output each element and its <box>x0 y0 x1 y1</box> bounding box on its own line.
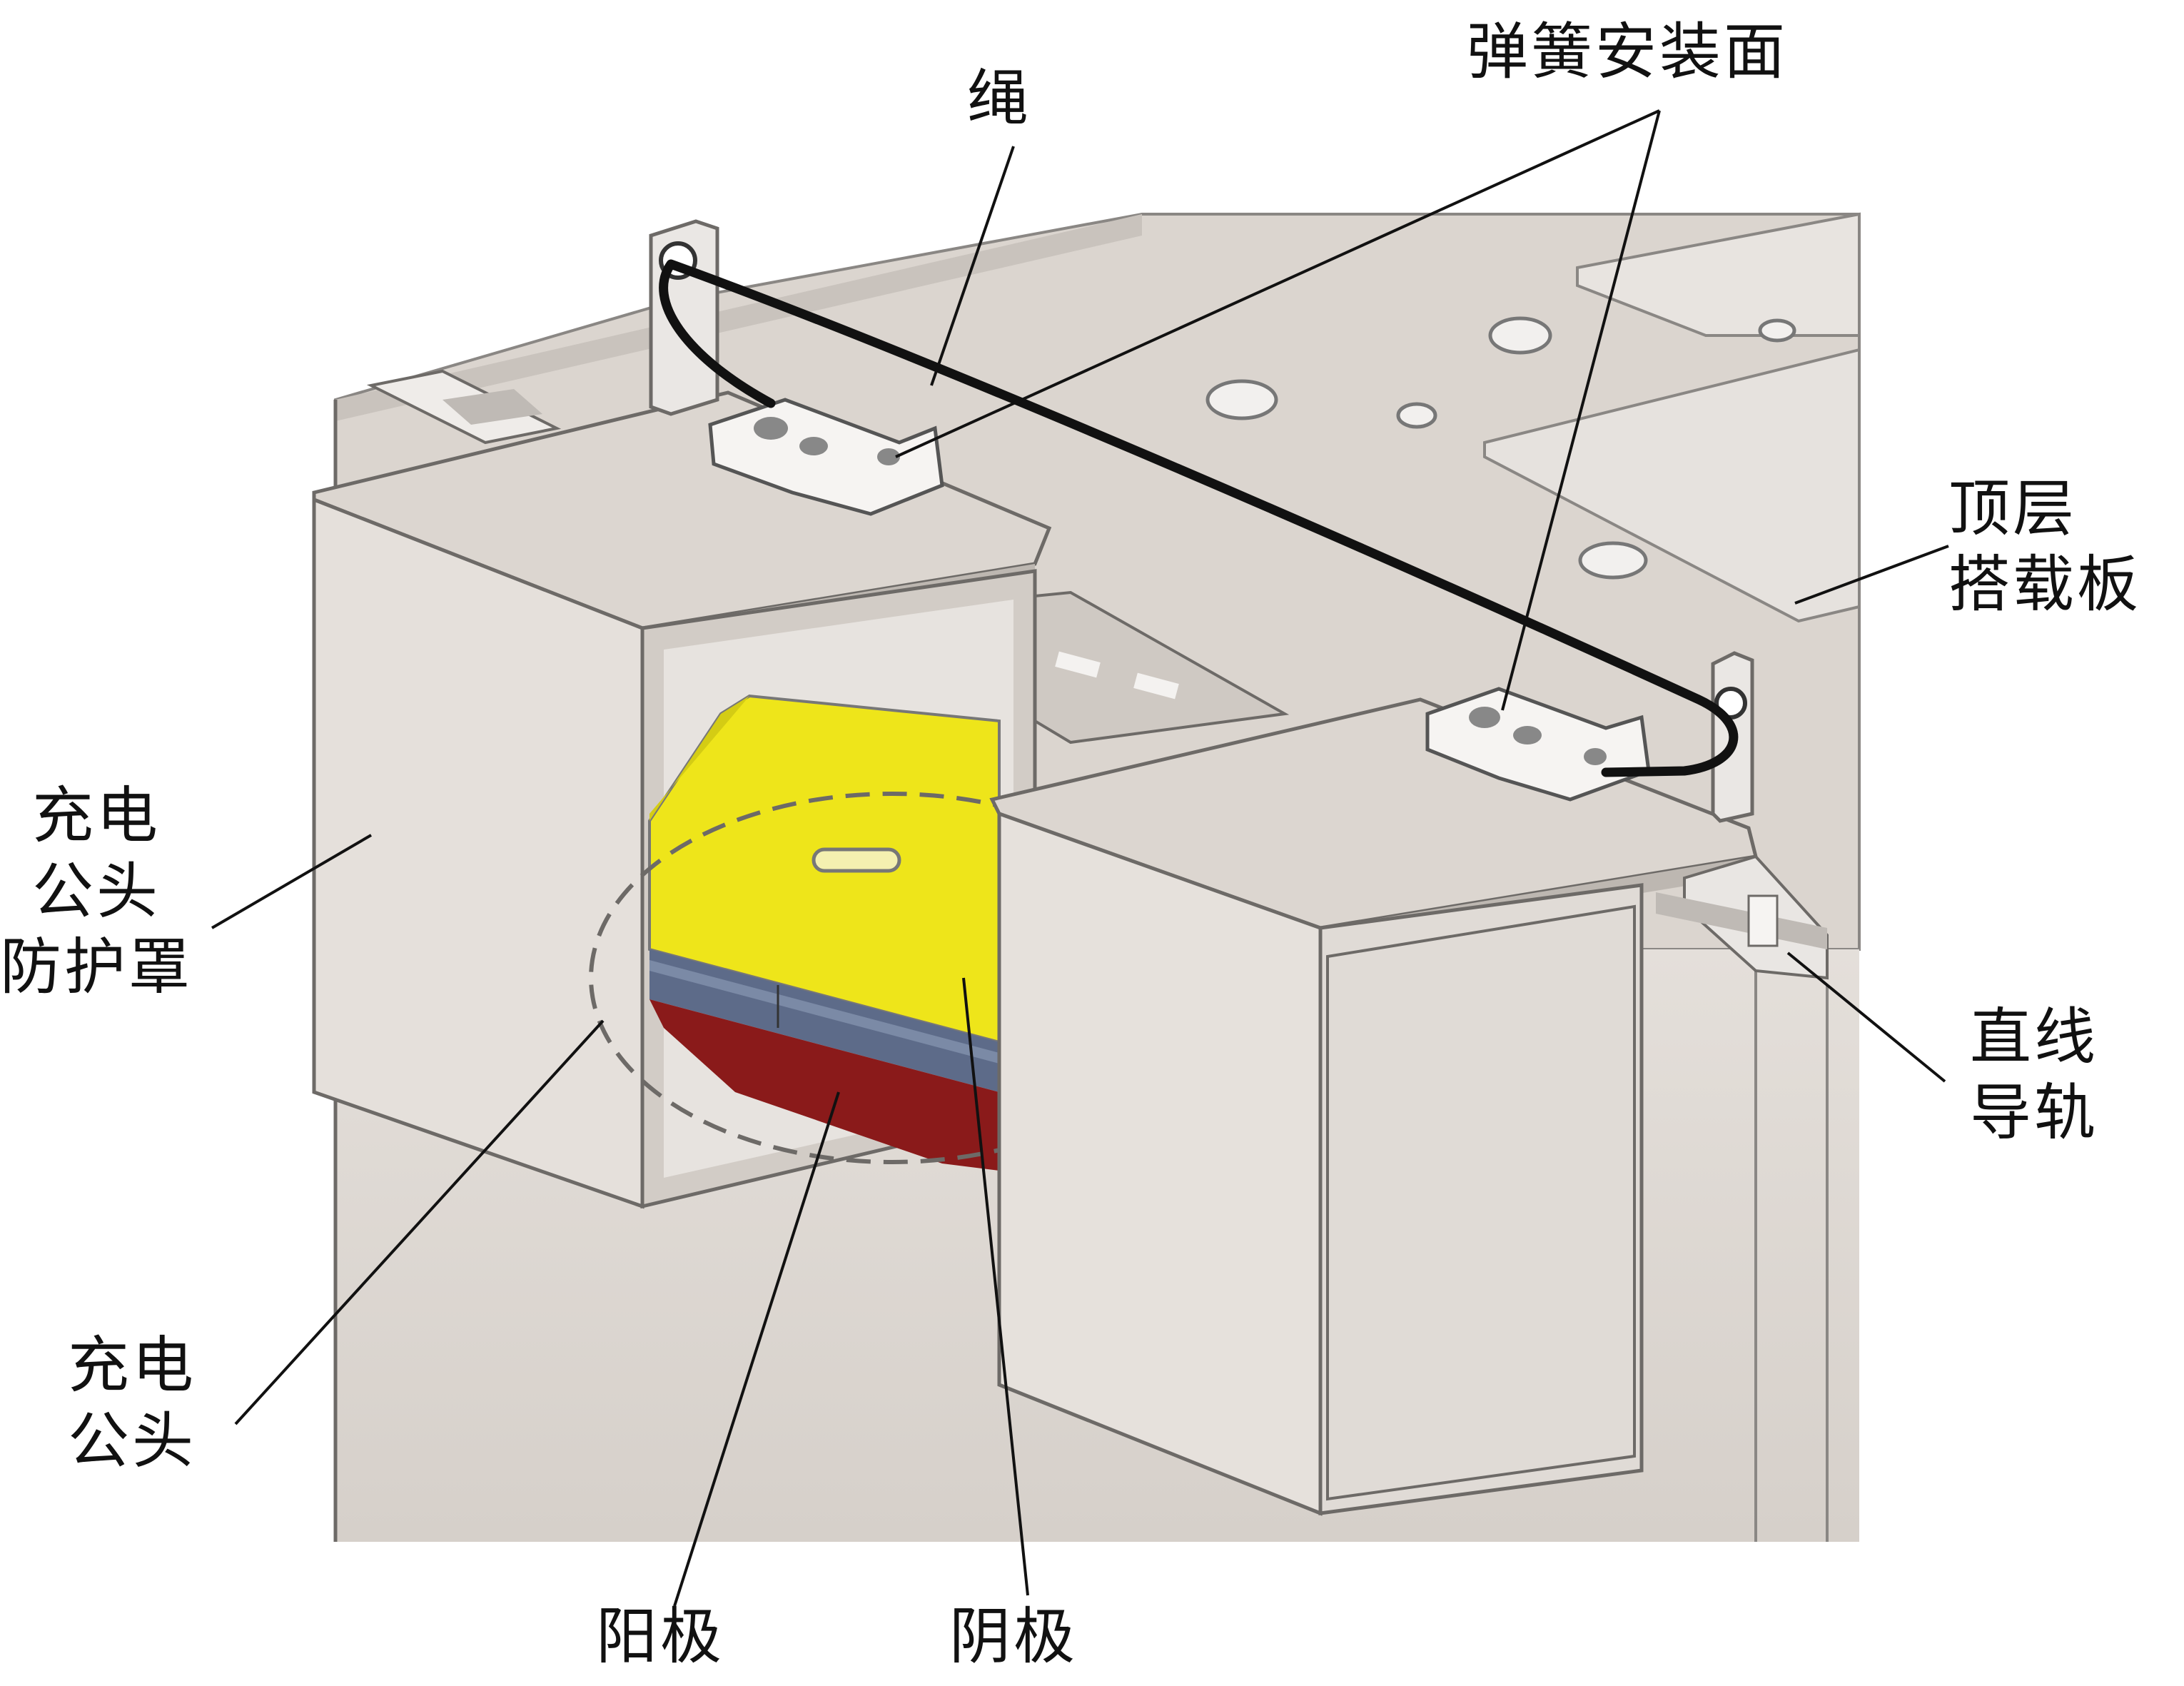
leader-cathode <box>962 977 1029 1596</box>
linear-rail-slider <box>1656 854 1829 980</box>
leader-top-plate <box>1794 545 1949 605</box>
label-anode: 阳极 <box>596 1601 724 1672</box>
anode-base <box>649 999 999 1171</box>
label-top-plate: 顶层 搭载板 <box>1948 473 2141 620</box>
label-linear-rail: 直线 导轨 <box>1970 1001 2098 1149</box>
leader-rail <box>1786 951 1946 1083</box>
leader-lines <box>211 109 1949 1607</box>
charging-plug <box>648 694 1001 1171</box>
leader-anode <box>673 1091 840 1607</box>
label-cathode: 阴极 <box>949 1601 1078 1672</box>
plug-guard-right <box>989 697 1759 1516</box>
rope <box>659 259 1739 777</box>
label-plug-guard: 充电 公头 防护罩 <box>0 780 193 1003</box>
leader-plug <box>234 1019 605 1425</box>
leader-spring-mount-left <box>895 109 1660 458</box>
leader-guard <box>211 834 373 929</box>
rope-post-left <box>649 219 719 416</box>
leader-spring-mount-right <box>1501 110 1661 711</box>
label-spring-mount: 弹簧安装面 <box>1467 16 1788 88</box>
label-charging-plug: 充电 公头 <box>68 1330 196 1477</box>
leader-rope <box>930 146 1015 386</box>
rear-rail-slider <box>366 369 562 445</box>
plug-slot <box>812 847 901 873</box>
spring-mount-right <box>1425 687 1651 802</box>
spring-mount-left <box>708 398 944 516</box>
label-rope: 绳 <box>967 63 1031 134</box>
